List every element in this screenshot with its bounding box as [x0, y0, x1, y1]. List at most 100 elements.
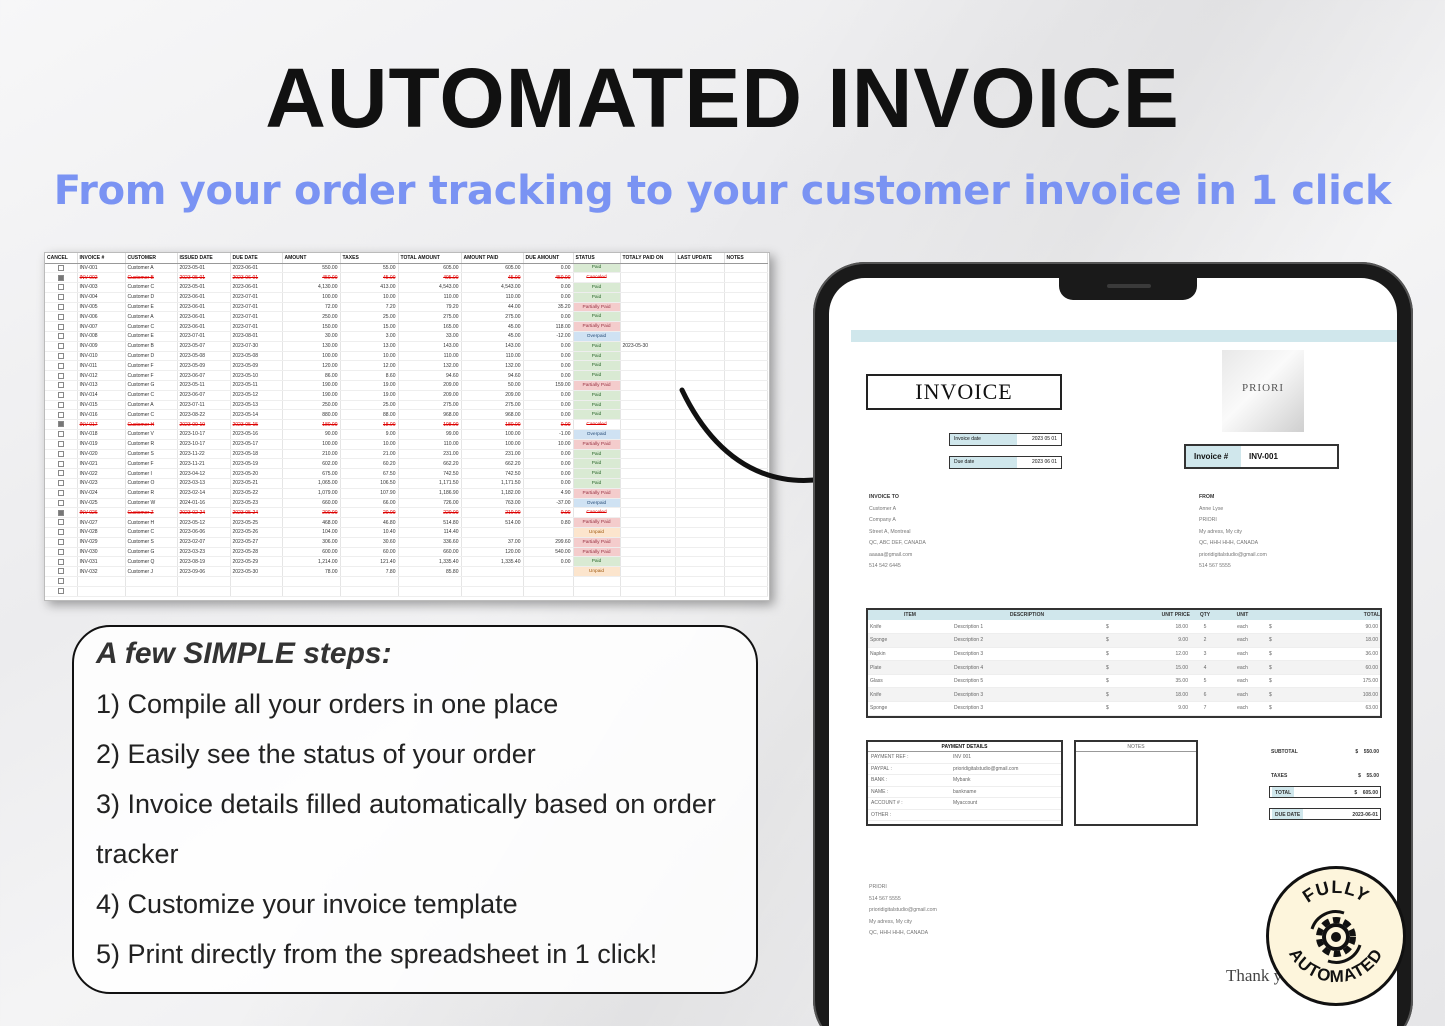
cancel-checkbox[interactable] [57, 264, 64, 271]
cell-due[interactable]: 2023-05-16 [230, 429, 283, 440]
cell-tax[interactable]: 7.80 [340, 566, 399, 577]
cancel-checkbox[interactable] [57, 509, 64, 516]
cell-paid_on[interactable] [620, 439, 676, 450]
cell-due[interactable]: 2023-05-15 [230, 419, 283, 431]
cell-empty[interactable] [398, 576, 462, 587]
cell-paid_on[interactable] [620, 292, 676, 303]
cell-paid_on[interactable] [620, 380, 676, 391]
cell-inv[interactable]: INV-018 [77, 429, 126, 440]
cancel-checkbox-cell[interactable] [45, 263, 78, 274]
cell-issued[interactable]: 2023-11-22 [177, 449, 231, 460]
cell-cust[interactable]: Customer G [125, 380, 178, 391]
cell-status[interactable]: Paid [573, 409, 621, 421]
cell-amt[interactable]: 4,130.00 [282, 282, 341, 293]
cell-paid_on[interactable] [620, 458, 676, 470]
cell-amt[interactable]: 190.00 [282, 380, 341, 391]
cell-dueamt[interactable]: 0.00 [523, 478, 574, 489]
cancel-checkbox-cell[interactable] [45, 449, 78, 460]
cell-paid[interactable]: 37.00 [461, 537, 524, 548]
cell-empty[interactable] [675, 547, 725, 558]
cell-empty[interactable] [675, 527, 725, 538]
cell-amt[interactable]: 450.00 [282, 272, 341, 284]
cell-cust[interactable]: Customer D [125, 351, 178, 362]
cancel-checkbox-cell[interactable] [45, 498, 78, 509]
cell-inv[interactable]: INV-024 [77, 488, 126, 499]
cancel-checkbox-cell[interactable] [45, 341, 78, 352]
cancel-checkbox[interactable] [57, 490, 64, 497]
cell-empty[interactable] [724, 272, 768, 284]
cancel-checkbox[interactable] [57, 274, 64, 281]
cell-tax[interactable]: 20.00 [340, 507, 399, 519]
cell-empty[interactable] [675, 537, 725, 548]
cell-paid[interactable]: 143.00 [461, 341, 524, 352]
cell-total[interactable]: 110.00 [398, 292, 462, 303]
cell-due[interactable]: 2023-07-01 [230, 321, 283, 333]
cancel-checkbox[interactable] [57, 313, 64, 320]
cell-paid[interactable]: 275.00 [461, 311, 524, 323]
cell-paid_on[interactable] [620, 331, 676, 342]
cell-total[interactable]: 132.00 [398, 360, 462, 372]
cell-tax[interactable]: 55.00 [340, 263, 399, 274]
cell-paid_on[interactable] [620, 478, 676, 489]
cell-tax[interactable]: 10.40 [340, 527, 399, 538]
cell-cust[interactable]: Customer A [125, 263, 178, 274]
cell-empty[interactable] [724, 419, 768, 431]
cell-total[interactable]: 99.00 [398, 429, 462, 440]
cell-empty[interactable] [45, 576, 78, 587]
cell-status[interactable]: Partially Paid [573, 517, 621, 529]
cell-due[interactable]: 2023-05-19 [230, 458, 283, 470]
cell-status[interactable]: Paid [573, 556, 621, 568]
cell-paid[interactable] [461, 527, 524, 538]
cell-paid_on[interactable] [620, 351, 676, 362]
cell-tax[interactable]: 88.00 [340, 409, 399, 421]
cell-tax[interactable]: 66.00 [340, 498, 399, 509]
cell-tax[interactable]: 10.00 [340, 351, 399, 362]
cell-dueamt[interactable]: 159.00 [523, 380, 574, 391]
cell-amt[interactable]: 306.00 [282, 537, 341, 548]
cell-amt[interactable]: 660.00 [282, 498, 341, 509]
cell-due[interactable]: 2023-05-17 [230, 439, 283, 450]
column-header[interactable]: STATUS [573, 253, 621, 264]
cell-total[interactable]: 275.00 [398, 400, 462, 411]
cell-status[interactable]: Partially Paid [573, 302, 621, 313]
cell-status[interactable]: Paid [573, 292, 621, 303]
cell-tax[interactable]: 60.00 [340, 547, 399, 558]
cell-paid_on[interactable] [620, 370, 676, 382]
cell-total[interactable]: 1,186.90 [398, 488, 462, 499]
cell-paid[interactable]: 1,171.50 [461, 478, 524, 489]
cell-issued[interactable]: 2023-06-07 [177, 390, 231, 401]
cell-empty[interactable] [724, 311, 768, 323]
cell-empty[interactable] [724, 321, 768, 333]
cell-empty[interactable] [724, 292, 768, 303]
cell-empty[interactable] [675, 311, 725, 323]
cell-issued[interactable]: 2023-07-01 [177, 331, 231, 342]
cell-paid[interactable]: 94.60 [461, 370, 524, 382]
cell-cust[interactable]: Customer F [125, 360, 178, 372]
cell-tax[interactable]: 8.60 [340, 370, 399, 382]
cancel-checkbox-cell[interactable] [45, 311, 78, 323]
cell-dueamt[interactable]: 0.00 [523, 400, 574, 411]
cell-due[interactable]: 2023-05-14 [230, 409, 283, 421]
column-header[interactable]: LAST UPDATE [675, 253, 725, 264]
cancel-checkbox-cell[interactable] [45, 282, 78, 293]
cell-empty[interactable] [724, 263, 768, 274]
cell-cust[interactable]: Customer H [125, 517, 178, 529]
cell-paid_on[interactable] [620, 517, 676, 529]
cell-empty[interactable] [724, 302, 768, 313]
cell-empty[interactable] [724, 449, 768, 460]
cell-cust[interactable]: Customer O [125, 478, 178, 489]
cell-empty[interactable] [675, 272, 725, 284]
cell-empty[interactable] [340, 586, 399, 597]
cell-issued[interactable]: 2023-04-12 [177, 468, 231, 480]
cell-cust[interactable]: Customer B [125, 272, 178, 284]
cell-inv[interactable]: INV-030 [77, 547, 126, 558]
cell-dueamt[interactable]: 10.00 [523, 439, 574, 450]
cancel-checkbox-cell[interactable] [45, 409, 78, 421]
cell-tax[interactable]: 18.00 [340, 419, 399, 431]
cell-dueamt[interactable]: -12.00 [523, 331, 574, 342]
cell-status[interactable]: Overpaid [573, 331, 621, 342]
cell-empty[interactable] [724, 380, 768, 391]
cancel-checkbox-cell[interactable] [45, 390, 78, 401]
cancel-checkbox[interactable] [57, 450, 64, 457]
cell-tax[interactable]: 10.00 [340, 292, 399, 303]
